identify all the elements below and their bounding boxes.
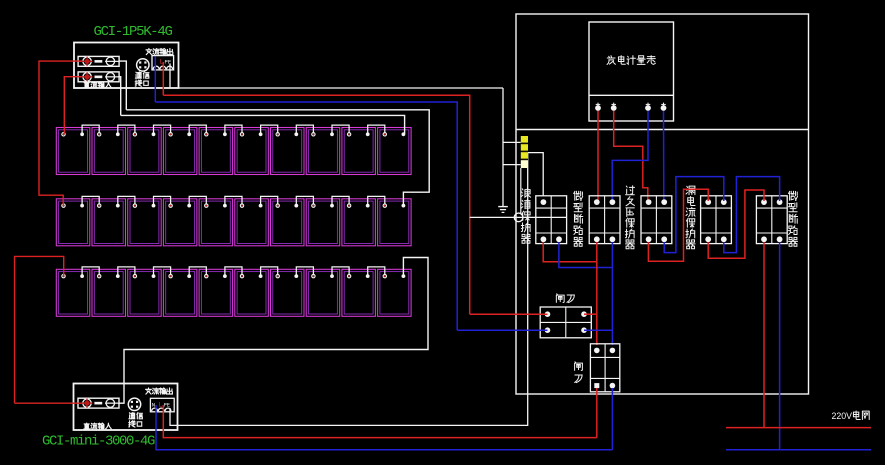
svg-text:L: L (159, 401, 163, 408)
svg-text:GCI-1P5K-4G: GCI-1P5K-4G (94, 24, 173, 40)
svg-text:PE: PE (164, 402, 170, 408)
svg-text:GCI-mini-3000-4G: GCI-mini-3000-4G (42, 434, 155, 450)
svg-text:N: N (152, 401, 155, 408)
svg-text:PE: PE (165, 59, 172, 66)
svg-text:L: L (160, 59, 164, 66)
svg-text:220V: 220V (832, 411, 853, 421)
